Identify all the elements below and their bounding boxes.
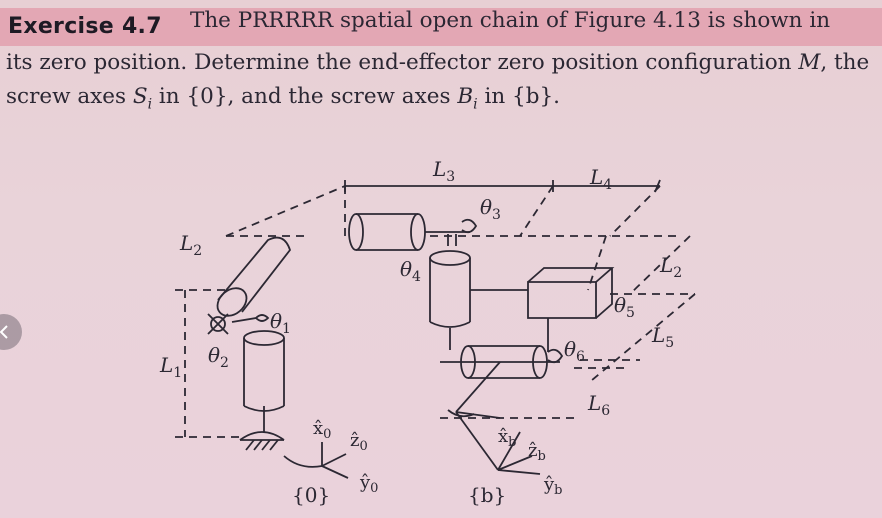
previous-page-button[interactable] <box>0 314 22 350</box>
label-yb: ŷb <box>543 474 563 498</box>
problem-line-1: The PRRRRR spatial open chain of Figure … <box>190 8 831 33</box>
joint-2-spool <box>210 316 226 332</box>
chevron-left-icon <box>0 325 8 339</box>
label-theta-4: θ4 <box>400 257 421 285</box>
label-theta-1: θ1 <box>270 309 291 337</box>
label-z0: ẑ0 <box>350 430 368 454</box>
joint-1-cylinder-top <box>243 330 285 346</box>
problem-line-3-text-b: in {0}, and the screw axes <box>152 84 458 109</box>
problem-line-3-text-a: screw axes <box>6 84 133 109</box>
label-frame-end: {b} <box>468 483 506 507</box>
problem-line-3-text-c: in {b}. <box>477 84 560 109</box>
label-L3: L3 <box>432 157 455 185</box>
joint-4-cylinder <box>429 250 471 266</box>
label-L1: L1 <box>159 353 182 381</box>
problem-line-2: its zero position. Determine the end-eff… <box>6 50 869 75</box>
dashed-diagonal-1 <box>225 185 346 237</box>
label-xb: x̂b <box>498 426 516 450</box>
label-L6: L6 <box>587 391 610 419</box>
problem-line-2-text-a: its zero position. Determine the end-eff… <box>6 50 799 75</box>
prismatic-link <box>217 236 292 313</box>
label-theta-5: θ5 <box>614 293 635 321</box>
base-pedestal <box>239 431 285 441</box>
label-theta-2: θ2 <box>208 343 229 371</box>
joint-5-box <box>527 281 597 319</box>
label-x0: x̂0 <box>313 418 331 442</box>
label-y0: ŷ0 <box>359 472 378 496</box>
label-L2-right: L2 <box>659 253 682 281</box>
label-frame-base: {0} <box>292 483 330 507</box>
symbol-M: M <box>798 50 821 75</box>
exercise-header-highlight <box>0 8 882 46</box>
symbol-S: S <box>132 84 148 109</box>
label-L5: L5 <box>651 323 674 351</box>
joint-3-cylinder <box>348 213 364 251</box>
label-zb: ẑb <box>528 440 546 464</box>
symbol-B: B <box>457 84 474 109</box>
label-L2-left: L2 <box>179 231 202 259</box>
symbol-S-subscript: i <box>147 96 153 113</box>
label-theta-3: θ3 <box>480 195 501 223</box>
exercise-label: Exercise 4.7 <box>8 14 162 39</box>
problem-line-2-text-b: , the <box>820 50 870 75</box>
label-theta-6: θ6 <box>564 337 585 365</box>
label-L4: L4 <box>589 165 612 193</box>
problem-line-3: screw axes Si in {0}, and the screw axes… <box>6 84 560 112</box>
symbol-B-subscript: i <box>473 96 478 113</box>
